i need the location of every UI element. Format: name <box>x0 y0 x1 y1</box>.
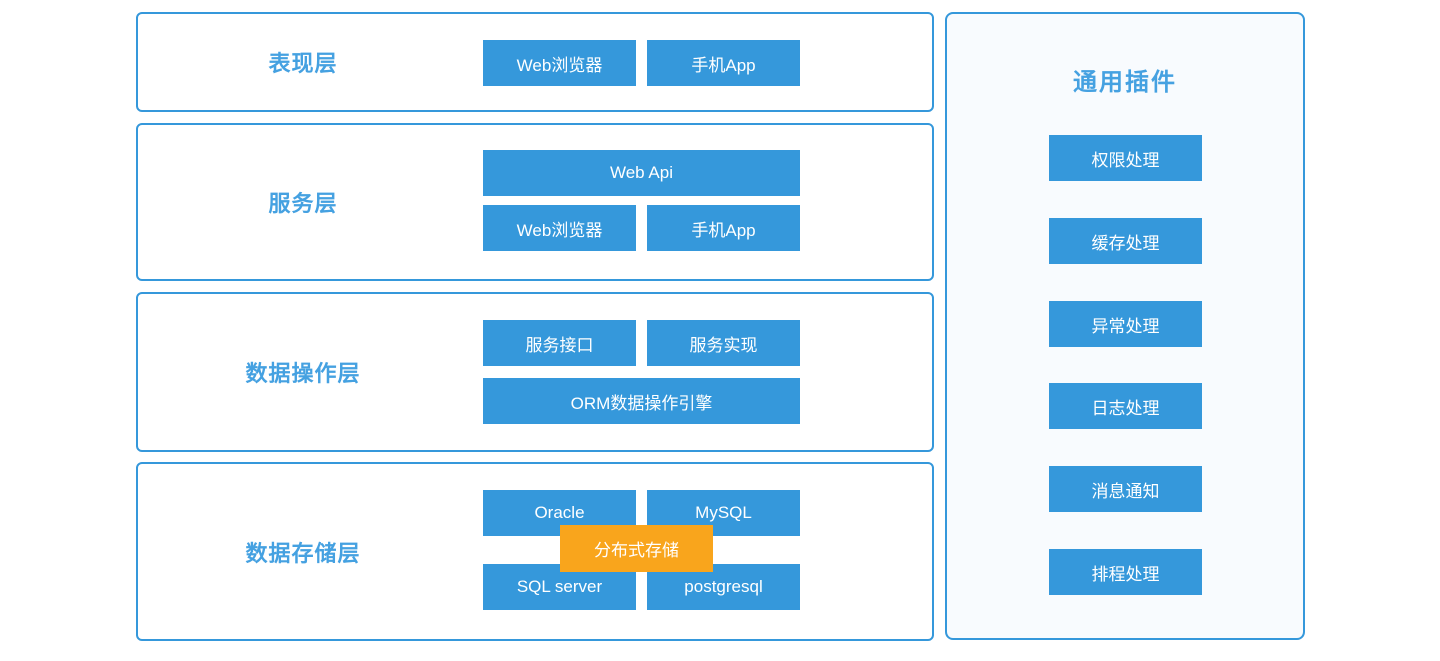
layer-box-presentation: 表现层 Web浏览器 手机App <box>136 12 934 112</box>
node-distributed-storage: 分布式存储 <box>560 525 713 572</box>
node-log-handling: 日志处理 <box>1049 383 1202 429</box>
layer-box-data-storage: 数据存储层 Oracle MySQL SQL server postgresql… <box>136 462 934 641</box>
node-service-implementation: 服务实现 <box>647 320 800 366</box>
plugins-panel-title: 通用插件 <box>1073 69 1177 96</box>
node-web-browser: Web浏览器 <box>483 205 636 251</box>
layer-label-data-storage: 数据存储层 <box>245 540 361 566</box>
node-oracle: Oracle <box>483 490 636 536</box>
node-mobile-app: 手机App <box>647 40 800 86</box>
node-permission-handling: 权限处理 <box>1049 135 1202 181</box>
node-mobile-app: 手机App <box>647 205 800 251</box>
plugins-panel: 通用插件 权限处理 缓存处理 异常处理 日志处理 消息通知 排程处理 <box>945 12 1305 640</box>
layer-box-service: 服务层 Web Api Web浏览器 手机App <box>136 123 934 281</box>
node-web-browser: Web浏览器 <box>483 40 636 86</box>
node-orm-engine: ORM数据操作引擎 <box>483 378 800 424</box>
layer-box-data-operation: 数据操作层 服务接口 服务实现 ORM数据操作引擎 <box>136 292 934 452</box>
node-web-api: Web Api <box>483 150 800 196</box>
node-sql-server: SQL server <box>483 564 636 610</box>
layer-label-data-operation: 数据操作层 <box>245 361 361 386</box>
node-message-notification: 消息通知 <box>1049 466 1202 512</box>
layer-label-service: 服务层 <box>268 191 338 216</box>
node-postgresql: postgresql <box>647 564 800 610</box>
node-cache-handling: 缓存处理 <box>1049 218 1202 264</box>
node-schedule-handling: 排程处理 <box>1049 549 1202 595</box>
node-service-interface: 服务接口 <box>483 320 636 366</box>
node-exception-handling: 异常处理 <box>1049 301 1202 347</box>
layer-label-presentation: 表现层 <box>268 51 338 76</box>
